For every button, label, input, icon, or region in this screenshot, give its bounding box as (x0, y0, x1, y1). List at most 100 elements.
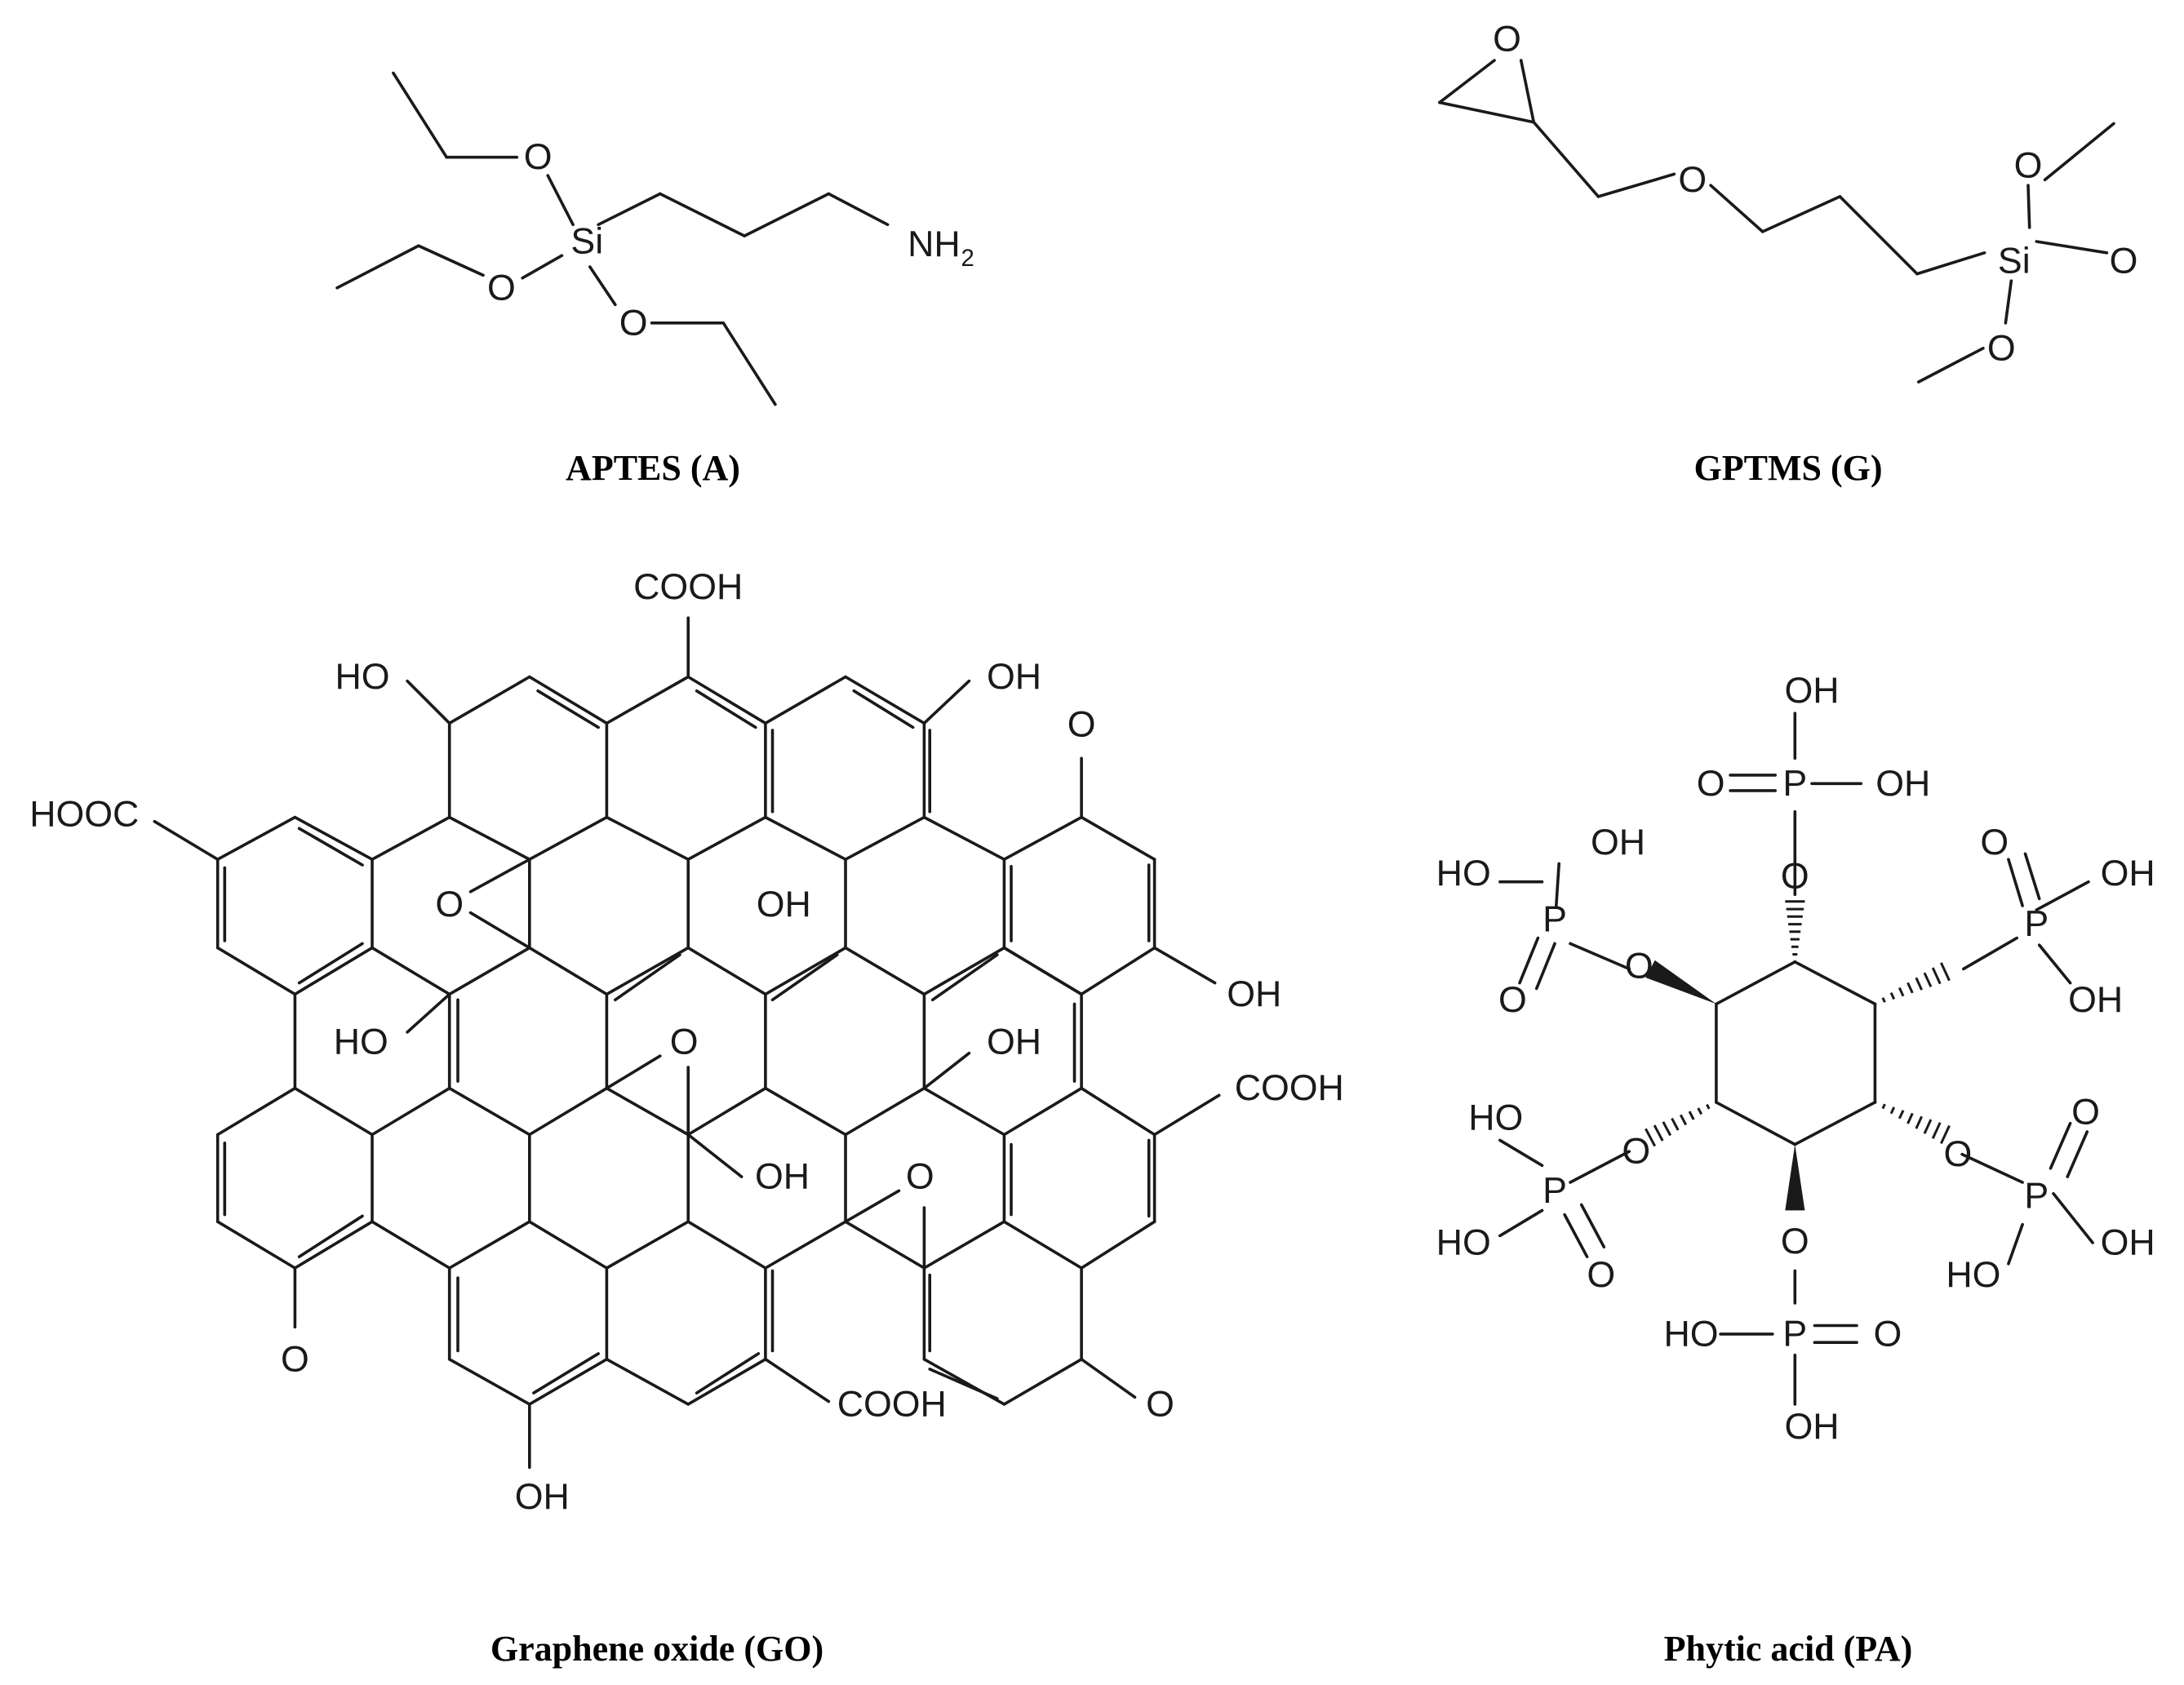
graphene-oxide-epoxide-oxygen-label: O (435, 885, 464, 925)
hashed-bond-segment (1889, 1106, 1896, 1115)
bond-line (605, 1086, 690, 1137)
graphene-oxide-hydroxyl-label: OH (515, 1477, 570, 1517)
bond-line (215, 946, 297, 996)
hashed-bond-segment (1923, 1119, 1933, 1134)
hashed-bond-segment (1907, 1112, 1914, 1124)
bond-line (447, 1358, 531, 1406)
gptms-silicon-label: Si (1998, 242, 2031, 282)
bond-line (695, 689, 757, 729)
bond-line (2007, 858, 2024, 907)
hashed-bond-segment (1662, 1121, 1672, 1137)
aptes-oxygen-label: O (619, 303, 648, 343)
phytic-acid-oxygen-label: O (1781, 1222, 1809, 1262)
phytic-acid-hydroxyl-label: OH (1784, 1407, 1839, 1447)
bond-line (844, 946, 926, 996)
phytic-acid-phosphorus-label: P (2024, 904, 2049, 944)
bond-line (686, 1220, 767, 1270)
bond-line (827, 192, 890, 227)
caption-graphene-oxide: Graphene oxide (GO) (491, 1629, 823, 1669)
phytic-acid-oxygen-label: O (1781, 856, 1809, 896)
bond-line (1569, 1150, 1631, 1184)
phytic-acid-hydroxyl-label: OH (1784, 671, 1839, 711)
bond-line (1080, 946, 1156, 996)
wedge-bond (1645, 960, 1716, 1004)
hashed-bond-segment (1931, 967, 1942, 985)
bond-line (686, 1133, 744, 1178)
bond-line (686, 815, 767, 861)
hashed-bond-segment (1889, 991, 1896, 1000)
bond-line (1793, 960, 1877, 1006)
phytic-acid-oxygen-label: O (1625, 947, 1654, 987)
bond-line (1002, 1220, 1083, 1270)
phytic-acid-hydroxyl-label: HO (1468, 1097, 1523, 1137)
bond-line (764, 1358, 831, 1403)
bond-line (536, 689, 600, 729)
phytic-acid-oxygen-label: O (1498, 980, 1527, 1020)
caption-aptes: APTES (A) (566, 448, 740, 488)
hashed-bond-segment (1940, 1124, 1951, 1145)
hashed-bond-segment (1645, 1128, 1657, 1147)
bond-line (764, 675, 847, 725)
phytic-acid-structure (1498, 712, 2094, 1406)
graphene-oxide-carbonyl-oxygen-label: O (1068, 705, 1096, 745)
hashed-bond-segment (1898, 987, 1905, 997)
bond-line (406, 679, 451, 725)
hashed-bond-segment (1688, 1111, 1695, 1120)
phytic-acid-oxygen-label: O (1587, 1255, 1615, 1295)
bond-line (605, 1054, 662, 1090)
bond-line (605, 815, 690, 861)
bond-line (447, 1220, 531, 1270)
hashed-bond-segment (1915, 977, 1923, 991)
bond-line (1715, 1101, 1797, 1146)
graphene-oxide-carboxyl-label: HOOC (29, 795, 139, 835)
bond-line (770, 953, 839, 1002)
bond-line (371, 1086, 451, 1137)
graphene-oxide-hydroxyl-label: HO (334, 1022, 388, 1062)
hashed-bond-segment (1940, 962, 1951, 982)
bond-line (392, 71, 449, 159)
bond-line (844, 675, 926, 725)
phytic-acid-hydroxyl-label: HO (1436, 1223, 1491, 1263)
hashed-bond-segment (1923, 972, 1933, 988)
bond-line (844, 815, 926, 861)
graphene-oxide-carboxyl-label: COOH (633, 567, 743, 607)
bond-line (1915, 251, 1986, 276)
bond-line (1438, 59, 1496, 104)
bond-line (1438, 100, 1535, 124)
hashed-bond-segment (1671, 1117, 1680, 1131)
bond-line (1916, 346, 1985, 384)
bond-line (546, 174, 575, 227)
graphene-oxide-carbonyl-oxygen-label: O (1146, 1384, 1174, 1424)
bond-line (2023, 852, 2041, 901)
bond-line (297, 942, 364, 985)
graphene-oxide-hydroxyl-label: OH (1227, 974, 1281, 1014)
bond-line (1518, 936, 1540, 985)
bond-lines (153, 59, 2115, 1470)
bond-line (2066, 1130, 2089, 1178)
phytic-acid-phosphorus-label: P (1782, 1314, 1807, 1354)
gptms-structure (1438, 59, 2115, 384)
bond-line (1569, 942, 1631, 971)
bond-line (532, 1352, 600, 1395)
graphene-oxide-hydroxyl-label: OH (987, 657, 1041, 697)
aptes-oxygen-label: O (487, 268, 516, 308)
bond-line (1760, 195, 1842, 233)
bond-line (686, 1358, 767, 1406)
bond-line (1596, 172, 1676, 198)
bond-line (2037, 943, 2072, 985)
bond-line (922, 946, 1006, 996)
hashed-bond-segment (1898, 1110, 1905, 1120)
bond-line (605, 1358, 690, 1406)
bond-line (1002, 946, 1083, 996)
bond-line (1555, 862, 1560, 907)
caption-gptms: GPTMS (G) (1694, 448, 1883, 488)
bond-line (1579, 1203, 1606, 1248)
bond-line (721, 321, 777, 406)
bond-line (764, 1220, 847, 1270)
bond-line (468, 911, 531, 950)
bond-line (588, 265, 617, 307)
